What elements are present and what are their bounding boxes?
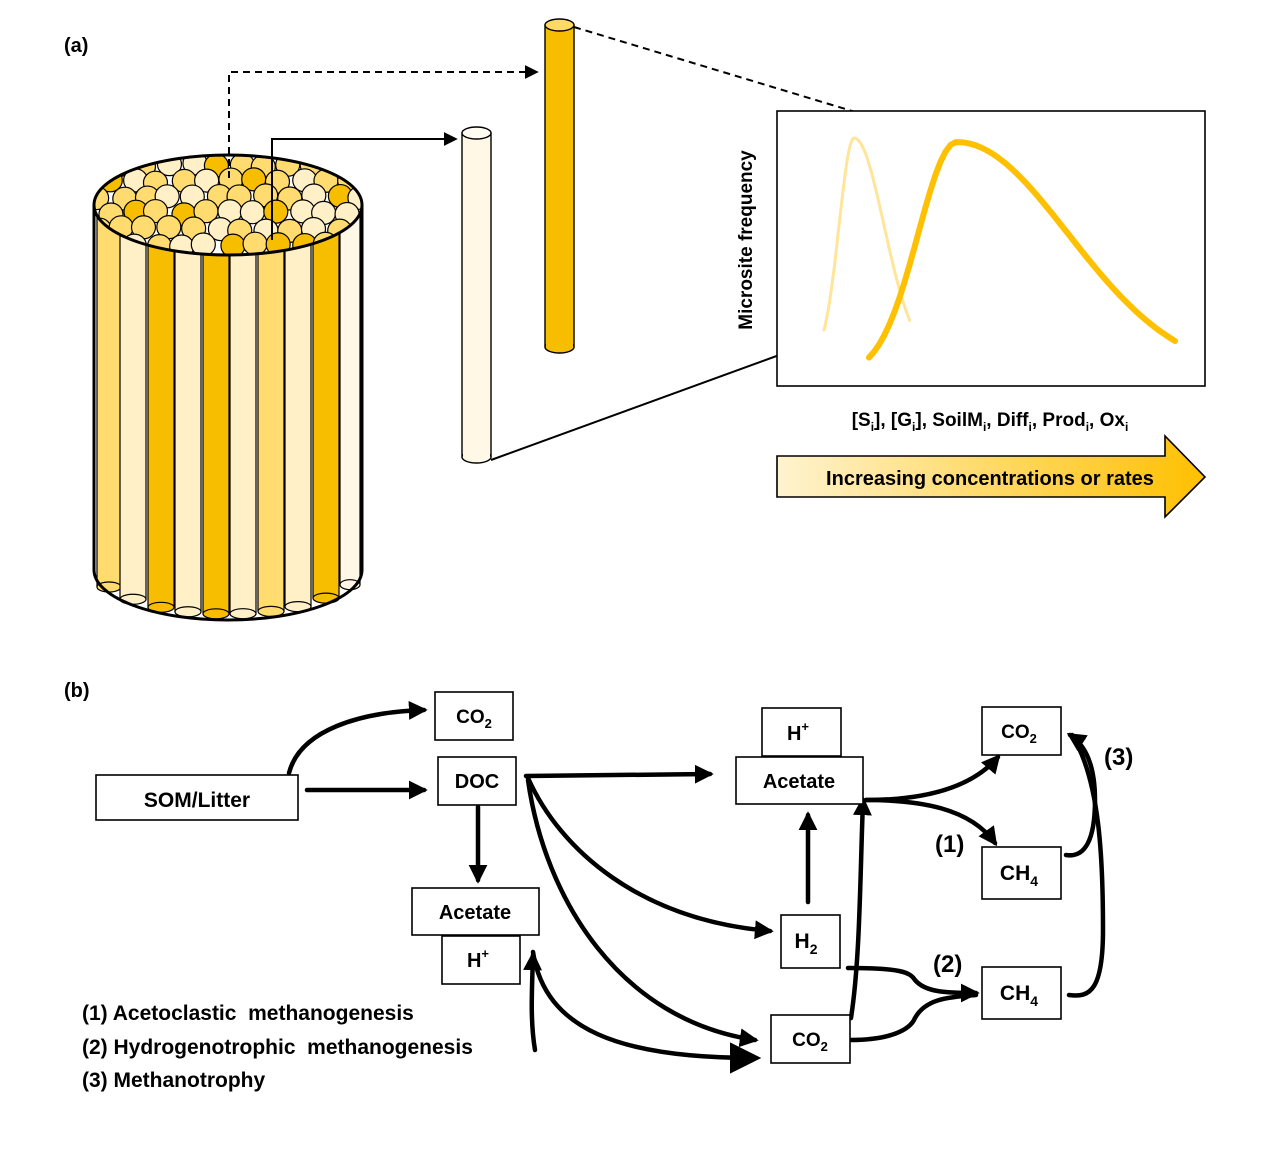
svg-text:Acetate: Acetate bbox=[439, 902, 511, 924]
node-som-litter: SOM/Litter bbox=[95, 774, 299, 821]
column-rod bbox=[119, 204, 147, 600]
node-ch4-bottom: CH4 bbox=[981, 966, 1062, 1020]
arrow-co2-to-ch4 bbox=[847, 992, 979, 1043]
svg-text:CO2: CO2 bbox=[792, 1030, 828, 1054]
light-distribution-curve bbox=[822, 136, 912, 332]
dark-microsite-rod bbox=[544, 18, 575, 354]
soil-column-bundle bbox=[92, 153, 388, 622]
node-hplus-right: H+ bbox=[761, 707, 842, 757]
chart-y-label: Microsite frequency bbox=[736, 150, 757, 330]
node-ch4-top: CH4 bbox=[981, 846, 1062, 900]
microsite-frequency-chart: Microsite frequency [Si], [Gi], SoilMi, … bbox=[736, 110, 1206, 434]
column-rod bbox=[96, 204, 122, 588]
svg-text:H2: H2 bbox=[795, 930, 818, 957]
dark-distribution-curve bbox=[866, 139, 1178, 361]
microsite-circle bbox=[363, 201, 387, 224]
node-acetate-left: Acetate bbox=[411, 887, 540, 936]
light-microsite-rod bbox=[461, 126, 492, 464]
legend-item-3: (3) Methanotrophy bbox=[82, 1069, 265, 1092]
arrow-co2-to-acetate bbox=[848, 796, 872, 1021]
column-rod bbox=[147, 204, 175, 608]
column-rod bbox=[312, 204, 340, 599]
microsite-circle bbox=[190, 232, 216, 255]
arrow-acetate-to-co2 bbox=[863, 754, 1001, 803]
pathway-nodes: SOM/Litter CO2 DOC Acetate H+ H+ Acetate bbox=[95, 691, 1062, 1064]
svg-text:H+: H+ bbox=[467, 946, 489, 972]
increasing-arrow: Increasing concentrations or rates bbox=[776, 434, 1207, 519]
arrow-doc-to-co2-mid bbox=[525, 777, 759, 1048]
column-rod-end bbox=[202, 608, 230, 620]
pathway-legend: (1) Acetoclastic methanogenesis (2) Hydr… bbox=[82, 1002, 473, 1092]
arrow-to-hplus-left bbox=[523, 951, 543, 1053]
connector-to-chart bbox=[490, 347, 796, 461]
microsite-circle bbox=[352, 155, 362, 177]
chart-x-label: [Si], [Gi], SoilMi, Diffi, Prodi, Oxi bbox=[852, 410, 1129, 434]
column-rods bbox=[96, 204, 361, 620]
svg-text:CH4: CH4 bbox=[1000, 982, 1038, 1009]
node-co2-mid: CO2 bbox=[770, 1014, 851, 1064]
legend-item-1: (1) Acetoclastic methanogenesis bbox=[82, 1002, 414, 1025]
legend-item-2: (2) Hydrogenotrophic methanogenesis bbox=[82, 1036, 473, 1059]
node-co2-top: CO2 bbox=[434, 691, 514, 741]
arrow-acetate-to-ch4 bbox=[863, 797, 998, 847]
svg-text:H+: H+ bbox=[787, 719, 809, 745]
svg-text:CO2: CO2 bbox=[456, 707, 492, 731]
pathway-arrows bbox=[286, 701, 1106, 1074]
node-co2-right: CO2 bbox=[981, 706, 1062, 756]
microsite-circle bbox=[364, 234, 388, 257]
microsite-circle bbox=[359, 169, 362, 195]
column-rod bbox=[202, 204, 230, 615]
column-rod bbox=[229, 204, 257, 615]
column-rod bbox=[174, 204, 202, 613]
column-rod bbox=[284, 204, 312, 608]
svg-text:SOM/Litter: SOM/Litter bbox=[144, 789, 250, 812]
svg-text:CO2: CO2 bbox=[1001, 722, 1037, 746]
column-rod bbox=[257, 204, 285, 612]
column-rod-end bbox=[229, 608, 257, 620]
arrow-ch4-bottom-to-co2 bbox=[1066, 732, 1106, 998]
microsite-circle bbox=[242, 231, 268, 255]
microsite-circle bbox=[94, 155, 111, 178]
pathway-marker-3: (3) bbox=[1104, 744, 1133, 771]
arrow-som-to-co2 bbox=[286, 701, 428, 776]
node-h2: H2 bbox=[780, 914, 841, 969]
column-rod bbox=[339, 204, 361, 586]
node-hplus-left: H+ bbox=[441, 935, 521, 985]
pathway-marker-2: (2) bbox=[933, 951, 962, 978]
panel-b-label: (b) bbox=[64, 680, 90, 702]
connector-to-light-rod bbox=[271, 132, 458, 240]
svg-text:CH4: CH4 bbox=[1000, 862, 1038, 889]
node-acetate-right: Acetate bbox=[735, 756, 864, 805]
arrow-doc-to-acetate-right bbox=[523, 764, 714, 784]
panel-a-label: (a) bbox=[64, 35, 88, 57]
increasing-arrow-text: Increasing concentrations or rates bbox=[826, 468, 1154, 490]
arrow-h2-to-ch4 bbox=[845, 965, 980, 1003]
pathway-marker-1: (1) bbox=[935, 831, 964, 858]
node-doc: DOC bbox=[437, 756, 517, 806]
svg-text:Acetate: Acetate bbox=[763, 771, 835, 793]
arrow-doc-to-h2 bbox=[525, 775, 774, 940]
arrow-hplus-co2-exchange bbox=[530, 949, 762, 1074]
svg-text:DOC: DOC bbox=[455, 771, 499, 793]
